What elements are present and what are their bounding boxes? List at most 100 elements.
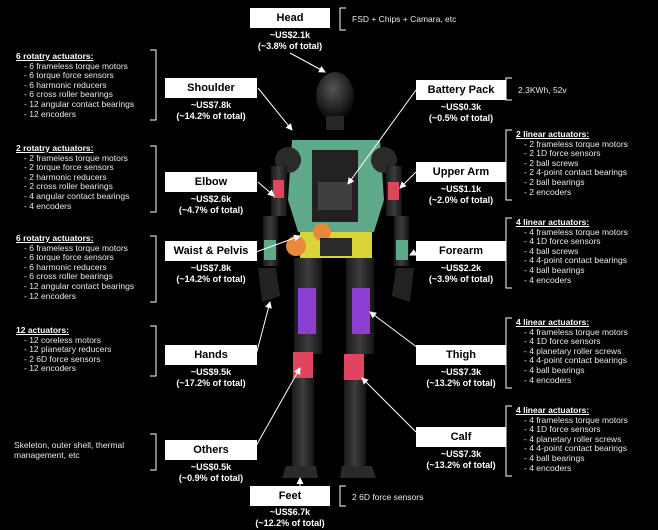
spec-item: 2 4-point contact bearings — [524, 168, 656, 178]
forearm-actuator-right — [396, 240, 408, 260]
spec-item: 12 encoders — [24, 364, 152, 374]
cost-value-thigh: ~US$7.3k — [440, 367, 482, 377]
cost-head: ~US$2.1k (~3.8% of total) — [230, 30, 350, 52]
spec-item: 4 frameless torque motors — [524, 327, 656, 338]
arrow-head — [289, 52, 326, 73]
cost-battery: ~US$0.3k (~0.5% of total) — [401, 102, 521, 124]
spec-item: 4 planetary roller screws — [524, 346, 656, 357]
calf-right — [344, 380, 366, 468]
spec-calf: 4 linear actuators: 4 frameless torque m… — [516, 405, 656, 474]
cost-pct-waist: (~14.2% of total) — [176, 274, 246, 284]
robot-neck — [326, 116, 344, 130]
cost-shoulder: ~US$7.8k (~14.2% of total) — [151, 100, 271, 122]
cost-value-feet: ~US$6.7k — [269, 507, 311, 517]
spec-item: 2 cross roller bearings — [24, 182, 152, 192]
cost-pct-others: (~0.9% of total) — [178, 473, 244, 483]
spec-header: 12 actuators: — [16, 325, 69, 335]
arrow-hands — [255, 301, 272, 356]
spec-item: 4 encoders — [524, 463, 656, 474]
note-feet: 2 6D force sensors — [352, 492, 424, 502]
spec-item: 2 frameless torque motors — [24, 153, 152, 164]
cost-pct-head: (~3.8% of total) — [257, 41, 323, 51]
bracket-calf — [505, 405, 512, 477]
spec-header: 4 linear actuators: — [516, 217, 590, 227]
arrow-forearm — [409, 249, 417, 256]
battery-block — [318, 182, 352, 210]
spec-waist: 6 rotatry actuators: 6 frameless torque … — [16, 233, 152, 301]
label-elbow: Elbow — [165, 172, 257, 192]
bracket-feet-note — [339, 485, 346, 507]
cost-pct-shoulder: (~14.2% of total) — [176, 111, 246, 121]
arrow-upperarm — [399, 171, 417, 189]
cost-pct-forearm: (~3.9% of total) — [428, 274, 494, 284]
bracket-head-note — [339, 7, 346, 31]
cost-value-head: ~US$2.1k — [269, 30, 311, 40]
cost-feet: ~US$6.7k (~12.2% of total) — [230, 507, 350, 529]
spec-item: 4 frameless torque motors — [524, 415, 656, 426]
spec-item: 2 torque force sensors — [24, 163, 152, 173]
foot-left — [282, 466, 318, 478]
cost-upperarm: ~US$1.1k (~2.0% of total) — [401, 184, 521, 206]
spec-elbow: 2 rotatry actuators: 2 frameless torque … — [16, 143, 152, 211]
cost-forearm: ~US$2.2k (~3.9% of total) — [401, 263, 521, 285]
label-others: Others — [165, 440, 257, 460]
cost-value-upperarm: ~US$1.1k — [440, 184, 482, 194]
spec-header: 2 rotatry actuators: — [16, 143, 94, 153]
spec-item: 2 1D force sensors — [524, 149, 656, 159]
spec-item: 4 1D force sensors — [524, 337, 656, 347]
spec-item: 4 frameless torque motors — [524, 227, 656, 238]
note-battery: 2.3KWh, 52v — [518, 85, 567, 95]
spec-item: 12 angular contact bearings — [24, 99, 152, 110]
cost-elbow: ~US$2.6k (~4.7% of total) — [151, 194, 271, 216]
cost-value-calf: ~US$7.3k — [440, 449, 482, 459]
spec-item: 6 harmonic reducers — [24, 262, 152, 273]
upper-arm-actuator-left — [273, 180, 284, 198]
label-hands: Hands — [165, 345, 257, 365]
label-head: Head — [250, 8, 330, 28]
bracket-shoulder — [150, 49, 157, 121]
bracket-hands — [150, 325, 157, 377]
bracket-forearm — [505, 217, 512, 289]
spec-item: 4 4-point contact bearings — [524, 444, 656, 454]
bracket-elbow — [150, 145, 157, 213]
waist-actuator-left — [286, 236, 306, 256]
cost-value-others: ~US$0.5k — [190, 462, 232, 472]
spec-item: 4 planetary roller screws — [524, 434, 656, 445]
cost-value-battery: ~US$0.3k — [440, 102, 482, 112]
cost-value-elbow: ~US$2.6k — [190, 194, 232, 204]
note-others: Skeleton, outer shell, thermal managemen… — [14, 440, 125, 460]
arrow-others — [255, 367, 301, 447]
bracket-battery-note — [505, 77, 512, 101]
spec-item: 6 cross roller bearings — [24, 90, 152, 100]
spec-item: 12 encoders — [24, 109, 152, 120]
cost-value-waist: ~US$7.8k — [190, 263, 232, 273]
spec-forearm: 4 linear actuators: 4 frameless torque m… — [516, 217, 656, 285]
spec-item: 6 frameless torque motors — [24, 61, 152, 72]
spec-thigh: 4 linear actuators: 4 frameless torque m… — [516, 317, 656, 385]
spec-item: 2 6D force sensors — [24, 354, 152, 365]
spec-item: 6 torque force sensors — [24, 71, 152, 81]
cost-hands: ~US$9.5k (~17.2% of total) — [151, 367, 271, 389]
arrow-battery — [347, 89, 417, 185]
cost-pct-hands: (~17.2% of total) — [176, 378, 246, 388]
label-feet: Feet — [250, 486, 330, 506]
spec-header: 2 linear actuators: — [516, 129, 590, 139]
forearm-actuator-left — [264, 240, 276, 260]
spec-header: 6 rotatry actuators: — [16, 233, 94, 243]
cost-pct-thigh: (~13.2% of total) — [426, 378, 496, 388]
spec-item: 4 4-point contact bearings — [524, 356, 656, 366]
cost-pct-feet: (~12.2% of total) — [255, 518, 325, 528]
spec-item: 4 4-point contact bearings — [524, 256, 656, 266]
spec-header: 4 linear actuators: — [516, 317, 590, 327]
spec-item: 2 harmonic reducers — [24, 172, 152, 183]
cost-waist: ~US$7.8k (~14.2% of total) — [151, 263, 271, 285]
spec-item: 4 angular contact bearings — [24, 191, 152, 202]
spec-item: 6 cross roller bearings — [24, 272, 152, 282]
spec-item: 4 ball screws — [524, 246, 656, 257]
thigh-actuator-left — [298, 288, 316, 334]
spec-item: 12 coreless motors — [24, 335, 152, 346]
label-forearm: Forearm — [416, 241, 506, 261]
bracket-thigh — [505, 317, 512, 389]
hand-left — [258, 268, 280, 302]
